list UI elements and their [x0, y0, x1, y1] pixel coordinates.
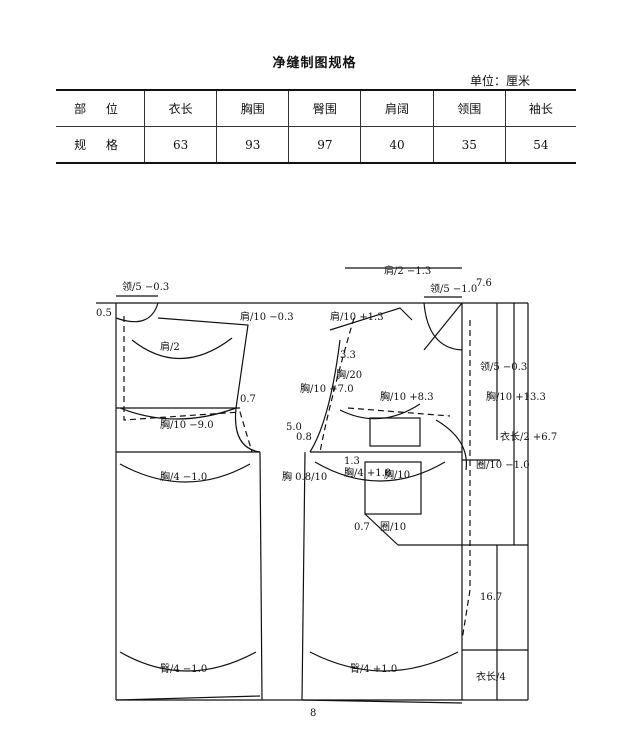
pocket-dart [364, 513, 399, 546]
welt-block [369, 417, 421, 447]
header-cell-collar: 领围 [432, 89, 506, 127]
label-shoulder-left: 肩/10 −0.3 [240, 310, 294, 323]
label-collar-right: 领/5 −1.0 [430, 282, 477, 295]
header-cell-shoulder: 肩阔 [360, 89, 434, 127]
back-neckline [115, 302, 159, 323]
label-bust-front-83: 胸/10 +8.3 [380, 390, 434, 403]
label-side-10: 圈/10 −1.0 [476, 459, 530, 471]
label-val-13: 1.3 [344, 456, 360, 467]
front-bust-arc [314, 461, 446, 482]
label-hip-front: 臀/4 +1.0 [350, 663, 397, 675]
header-cell-hip: 臀围 [288, 89, 361, 127]
value-cell-sleeve: 54 [504, 126, 576, 164]
page-title: 净缝制图规格 [272, 56, 357, 71]
front-side-seam [301, 451, 306, 701]
unit-label: 单位：厘米 [470, 74, 531, 88]
header-cell-length: 衣长 [143, 89, 217, 127]
back-hip-arc [119, 651, 257, 672]
back-chest-arc [119, 407, 237, 420]
label-shoulder-half: 肩/2 [160, 340, 180, 353]
front-hem-curve [301, 699, 463, 704]
front-hip-arc [309, 651, 459, 672]
header-cell-bust: 胸围 [216, 89, 289, 127]
label-val-33: 3.3 [340, 350, 356, 361]
front-chest-arc [339, 403, 421, 420]
back-bust-arc [119, 463, 251, 483]
label-bust-front-7: 胸/10 +7.0 [300, 382, 354, 395]
back-hem-curve [115, 695, 261, 701]
value-cell-hip: 97 [288, 126, 361, 164]
label-side-167: 16.7 [480, 592, 502, 603]
header-cell-part: 部 位 [56, 89, 145, 127]
label-bust-back: 胸/10 −9.0 [160, 418, 214, 431]
back-side-seam [259, 451, 263, 701]
label-val-05: 0.5 [96, 308, 112, 319]
value-cell-collar: 35 [432, 126, 506, 164]
back-shoulder-arc [131, 337, 233, 360]
spec-table: 部 位 衣长 胸围 臀围 肩阔 领围 袖长 规 格 63 93 97 40 35… [56, 89, 576, 164]
label-val-07b: 0.7 [354, 522, 370, 533]
label-len-4: 衣长/4 [476, 670, 506, 683]
front-dashed-armhole [319, 317, 355, 453]
value-cell-shoulder: 40 [360, 126, 434, 164]
value-cell-label: 规 格 [56, 126, 145, 164]
label-bust-q-front: 胸/4 +1.0 [344, 466, 391, 479]
label-val-07a: 0.7 [240, 394, 256, 405]
label-collar-left: 领/5 −0.3 [122, 280, 169, 293]
front-armhole [309, 339, 341, 453]
front-dashed-chest [347, 407, 451, 417]
spec-header-row: 部 位 衣长 胸围 臀围 肩阔 领围 袖长 [56, 89, 576, 127]
label-bust-20: 胸/20 [336, 368, 362, 381]
side-dart-arc [435, 419, 468, 471]
front-dashed-edge [461, 320, 471, 641]
label-collar-side: 领/5 −0.3 [480, 360, 527, 373]
label-side-133: 胸/10 +13.3 [486, 390, 546, 403]
label-armhole-10: 胸/10 [384, 468, 410, 481]
front-neckline [423, 302, 463, 351]
label-shoulder-right: 肩/10 +1.3 [330, 310, 384, 323]
value-cell-bust: 93 [216, 126, 289, 164]
back-shoulder-outline [157, 317, 249, 409]
front-shoulder-line [329, 307, 413, 331]
pocket-block [364, 461, 422, 515]
label-val-8: 8 [310, 708, 316, 719]
value-cell-length: 63 [143, 126, 217, 164]
spec-value-row: 规 格 63 93 97 40 35 54 [56, 126, 576, 164]
label-shoulder-top: 肩/2 −1.3 [384, 264, 431, 277]
neck-diagonal [423, 302, 463, 351]
label-val-08: 0.8 [296, 432, 312, 443]
label-side-67: 衣长/2 +6.7 [500, 430, 557, 443]
label-hip-back: 臀/4 −1.0 [160, 663, 207, 675]
back-dashed-outline [123, 316, 253, 453]
label-bust-q-back: 胸/4 −1.0 [160, 470, 207, 483]
label-armhole-10b: 圈/10 [380, 521, 406, 533]
label-waist-front: 胸 0.8/10 [282, 470, 327, 483]
label-val-7: 7.6 [476, 278, 492, 289]
label-val-50: 5.0 [286, 422, 302, 433]
back-armhole [234, 407, 261, 453]
header-cell-sleeve: 袖长 [504, 89, 576, 127]
